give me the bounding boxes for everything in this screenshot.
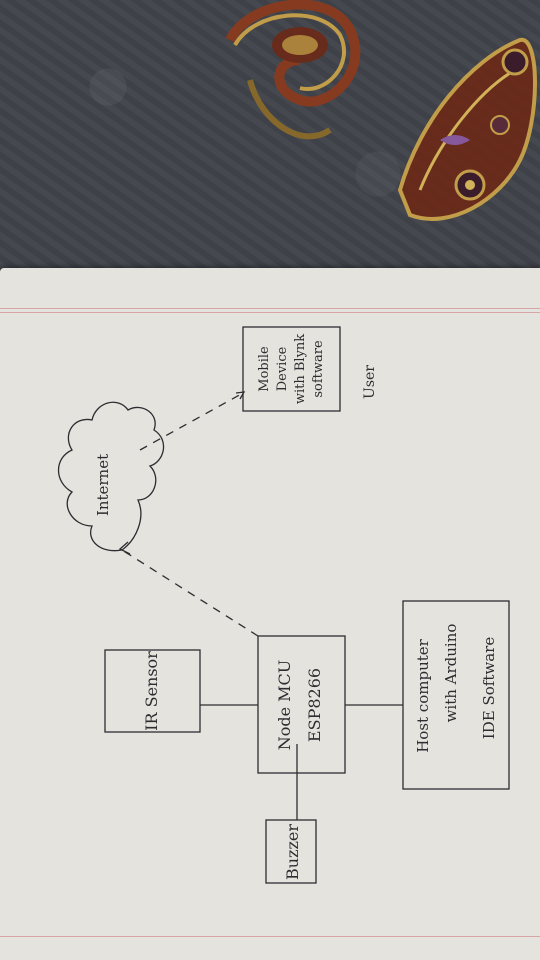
mobile-label-line4: software: [311, 340, 326, 398]
internet-label: Internet: [94, 454, 112, 516]
mobile-device-box: [242, 326, 341, 412]
nodemcu-box: [257, 635, 346, 774]
edge-nodemcu-internet: [121, 549, 259, 637]
paisley-motif-left: [225, 0, 537, 221]
buzzer-box: [265, 819, 317, 884]
ir-sensor-label: IR Sensor: [142, 651, 161, 731]
notebook-paper: IR Sensor Node MCU ESP8266 Buzzer Host c…: [0, 268, 540, 960]
ir-sensor-box: [104, 649, 201, 733]
nodemcu-label-line2: ESP8266: [305, 668, 324, 742]
buzzer-label: Buzzer: [283, 824, 302, 880]
mobile-label-line1: Mobile: [257, 346, 272, 392]
mobile-label-line2: Device: [275, 346, 290, 391]
arrowhead-internet: [118, 541, 131, 555]
nodemcu-label-line1: Node MCU: [275, 660, 294, 751]
paper-margin-rule-top: [0, 308, 540, 309]
host-label-line2: with Arduino: [442, 624, 460, 723]
block-diagram: IR Sensor Node MCU ESP8266 Buzzer Host c…: [58, 326, 510, 884]
host-computer-box: [402, 600, 510, 790]
host-label-line3: IDE Software: [480, 637, 498, 740]
mobile-label-line3: with Blynk: [293, 334, 308, 404]
internet-cloud: [58, 401, 165, 552]
paper-margin-rule-bottom: [0, 936, 540, 937]
host-label-line1: Host computer: [414, 638, 432, 752]
arrowhead-mobile: [235, 391, 246, 400]
fabric-background: [0, 0, 540, 290]
user-label: User: [362, 365, 378, 399]
paper-margin-rule-top-2: [0, 312, 540, 313]
edge-internet-mobile: [139, 392, 244, 451]
